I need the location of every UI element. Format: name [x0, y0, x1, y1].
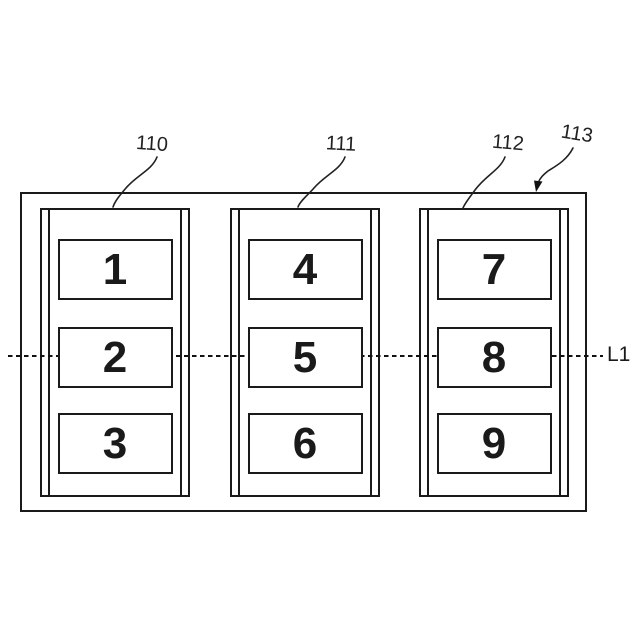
cell-9: 9 [436, 413, 552, 474]
ref-label-110: 110 [135, 131, 169, 157]
cell-6: 6 [247, 413, 363, 474]
ref-label-111: 111 [325, 132, 357, 156]
cell-8: 8 [436, 327, 552, 388]
cell-1: 1 [57, 239, 173, 300]
ref-label-113: 113 [559, 120, 595, 148]
cell-5: 5 [247, 327, 363, 388]
panel-112: 7 8 9 [419, 208, 569, 497]
cell-2: 2 [57, 327, 173, 388]
cell-7: 7 [436, 239, 552, 300]
panel-110-left-rail-line [48, 210, 50, 495]
axis-line-label: L1 [607, 343, 631, 366]
leader-line-113 [537, 147, 574, 184]
cell-3: 3 [57, 413, 173, 474]
panel-111-right-rail-line [370, 210, 372, 495]
panel-110-right-rail-line [180, 210, 182, 495]
cell-4: 4 [247, 239, 363, 300]
panel-111: 4 5 6 [230, 208, 380, 497]
panel-110: 1 2 3 [40, 208, 190, 497]
panel-111-left-rail-line [238, 210, 240, 495]
arrowhead-113-icon [534, 180, 543, 192]
panel-112-right-rail-line [559, 210, 561, 495]
panel-112-left-rail-line [427, 210, 429, 495]
ref-label-112: 112 [491, 130, 525, 156]
